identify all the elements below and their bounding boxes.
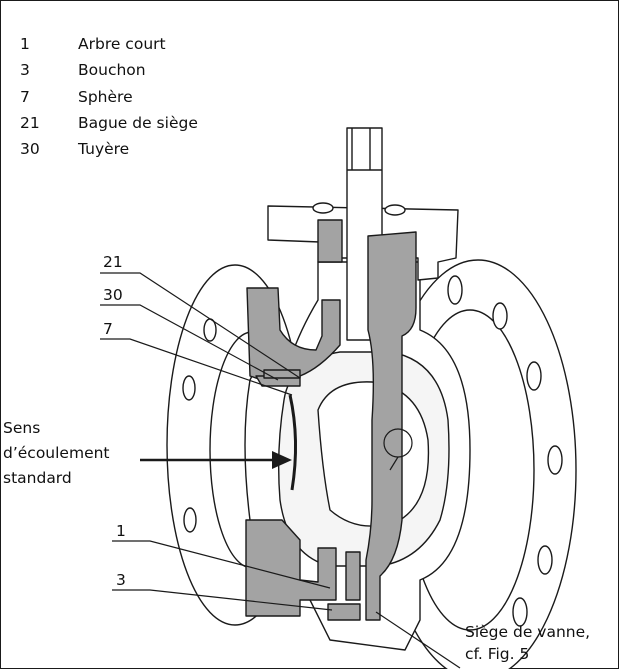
leader-21 <box>100 272 301 379</box>
legend-text: Bouchon <box>78 61 146 80</box>
legend-number: 30 <box>20 140 40 159</box>
seat-label-line2: cf. Fig. 5 <box>465 645 530 663</box>
legend-item: 7 Sphère <box>20 84 198 110</box>
legend-text: Arbre court <box>78 35 166 54</box>
legend-item: 21 Bague de siège <box>20 110 198 136</box>
seat-label-line1: Siège de vanne, <box>465 623 591 641</box>
section-stem-bottom <box>345 551 361 601</box>
legend-number: 7 <box>20 87 30 106</box>
callout-21: 21 <box>103 253 123 271</box>
legend-number: 3 <box>20 61 30 80</box>
section-body-wall <box>365 231 417 621</box>
legend: 1 Arbre court 3 Bouchon 7 Sphère 21 Bagu… <box>20 31 198 162</box>
legend-item: 3 Bouchon <box>20 57 198 83</box>
flow-arrow <box>140 451 292 469</box>
flange-bolt-holes-right <box>447 275 563 627</box>
top-bolt-left <box>312 202 334 214</box>
shaft-top <box>347 128 382 171</box>
section-gland <box>317 219 343 263</box>
callout-1: 1 <box>116 522 126 540</box>
leader-seat <box>375 611 461 669</box>
callout-7: 7 <box>103 320 113 338</box>
top-bolt-right <box>384 204 406 216</box>
legend-item: 30 Tuyère <box>20 136 198 162</box>
leader-7 <box>100 338 293 396</box>
legend-number: 21 <box>20 114 40 133</box>
flow-label-line1: Sens <box>3 419 41 437</box>
section-bottom-flange <box>245 519 337 617</box>
legend-item: 1 Arbre court <box>20 31 198 57</box>
legend-text: Tuyère <box>78 140 130 159</box>
legend-number: 1 <box>20 35 30 54</box>
flange-bolt-holes-left <box>182 318 217 533</box>
leader-30 <box>100 304 279 381</box>
callout-30: 30 <box>103 286 123 304</box>
section-plug <box>327 603 361 621</box>
leader-3 <box>112 589 333 611</box>
flow-label-line2: d’écoulement <box>3 444 110 462</box>
legend-text: Sphère <box>78 87 133 106</box>
leader-detail <box>389 456 399 471</box>
callout-3: 3 <box>116 571 126 589</box>
ball-bore-edge <box>288 394 298 491</box>
flow-label-line3: standard <box>3 469 72 487</box>
leader-1 <box>112 540 331 589</box>
legend-text: Bague de siège <box>78 114 198 133</box>
